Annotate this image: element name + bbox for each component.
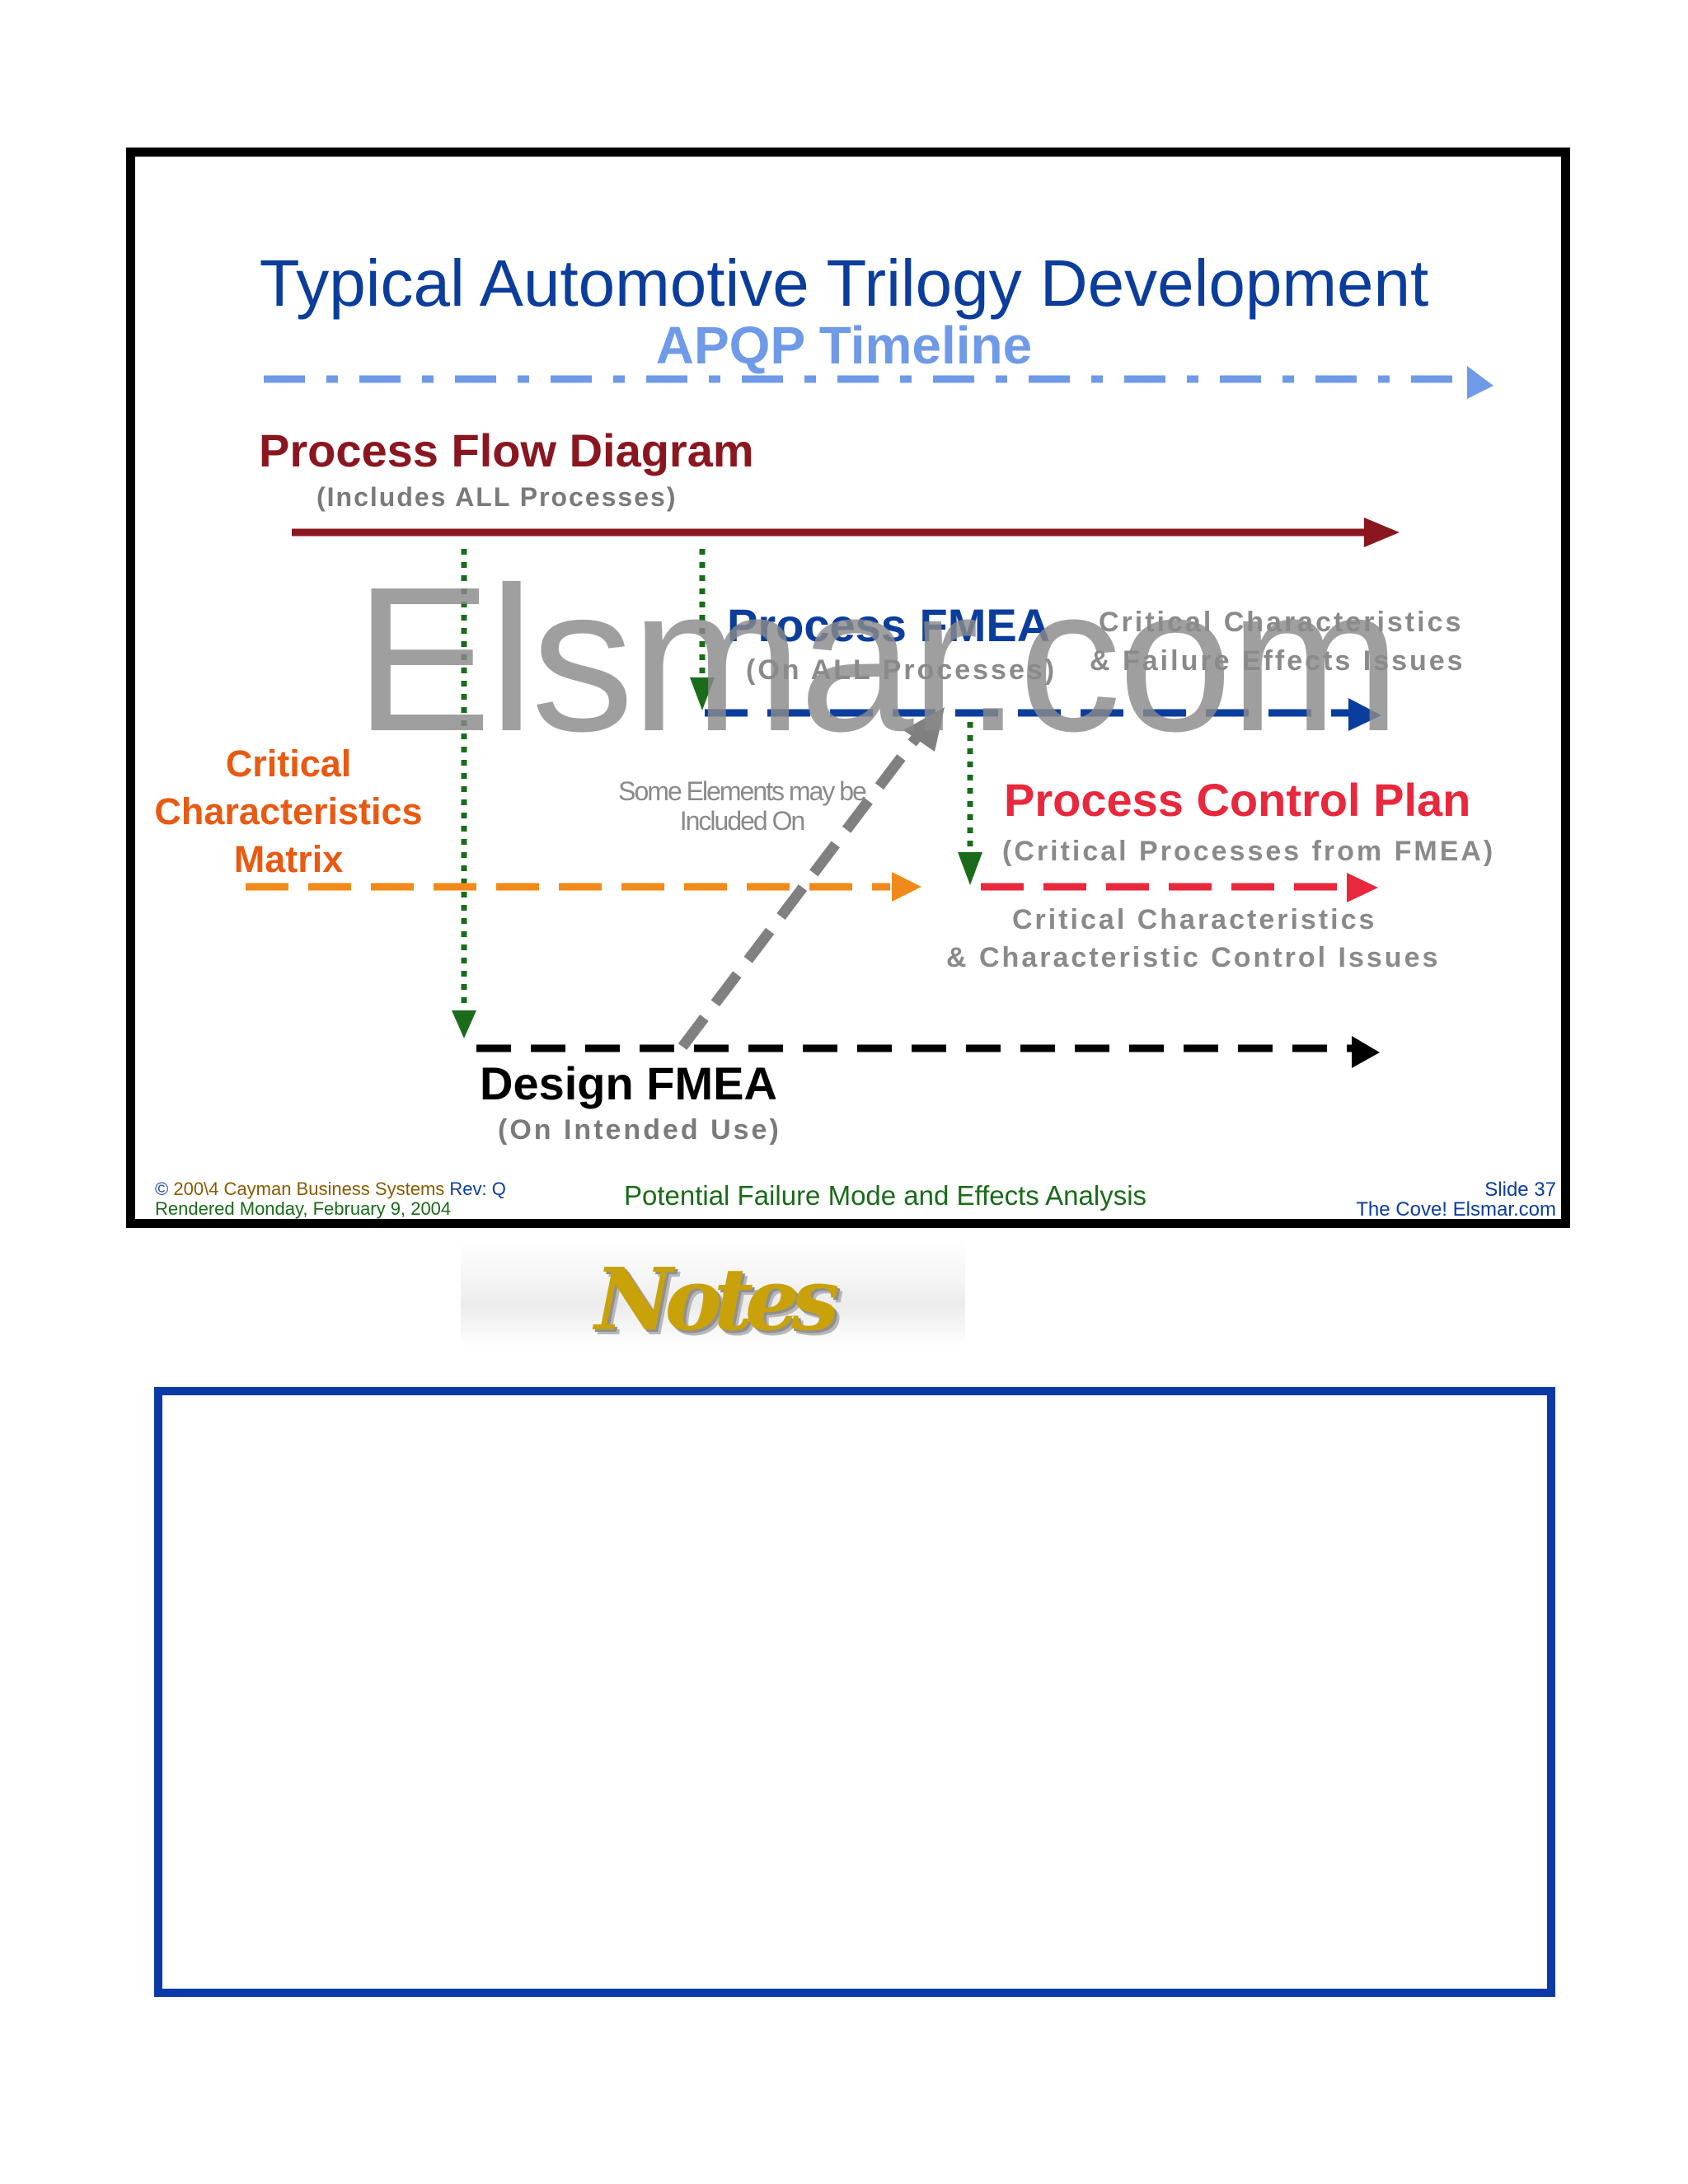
revision-text: Rev: Q [449,1179,506,1199]
slide-number: Slide 37 [1484,1179,1556,1201]
process-fmea-note-line1: Critical Characteristics [1099,607,1464,638]
slide-frame [126,148,1570,1228]
process-fmea-note-line2: & Failure Effects Issues [1090,645,1465,677]
design-fmea-subtitle: (On Intended Use) [498,1114,781,1146]
process-flow-subtitle: (Includes ALL Processes) [316,482,678,512]
notes-banner: Notes [461,1240,965,1350]
footer-title: Potential Failure Mode and Effects Analy… [623,1180,1147,1211]
notes-box [154,1387,1555,1997]
control-plan-note-line1: Critical Characteristics [1012,904,1377,935]
control-plan-subtitle: (Critical Processes from FMEA) [1002,836,1496,867]
control-plan-title: Process Control Plan [1004,774,1471,826]
dependency-to-design-fmea [452,549,476,1038]
slide-title: Typical Automotive Trilogy Development [259,246,1429,320]
dependency-to-control-plan [958,722,982,885]
rendered-date: Rendered Monday, February 9, 2004 [155,1198,452,1219]
watermark: Elsmar.com [354,544,1401,774]
dependency-to-process-fmea [690,549,715,710]
process-fmea-title: Process FMEA [727,599,1051,651]
site-link: The Cove! Elsmar.com [1356,1198,1556,1221]
design-to-process-feedback-arrow [678,707,945,1050]
control-plan-arrow [981,873,1378,902]
design-fmea-title: Design FMEA [480,1057,777,1109]
process-flow-title: Process Flow Diagram [259,424,754,476]
critical-matrix-arrow [246,872,921,902]
some-elements-note: Some Elements may be Included On [618,776,867,836]
critical-matrix-label: Critical Characteristics Matrix [154,743,423,880]
notes-label: Notes [594,1249,839,1350]
apqp-timeline-arrow [264,366,1493,399]
apqp-timeline-label: APQP Timeline [655,316,1033,375]
design-fmea-arrow [476,1036,1380,1068]
copyright-text: 200\4 Cayman Business Systems [173,1179,445,1199]
copyright-line: © 200\4 Cayman Business Systems Rev: Q [155,1179,506,1200]
process-fmea-arrow [705,698,1381,731]
process-flow-arrow [292,518,1400,547]
copyright-symbol: © [155,1179,169,1199]
process-fmea-subtitle: (On ALL Processes) [746,654,1057,686]
control-plan-note-line2: & Characteristic Control Issues [946,942,1441,973]
